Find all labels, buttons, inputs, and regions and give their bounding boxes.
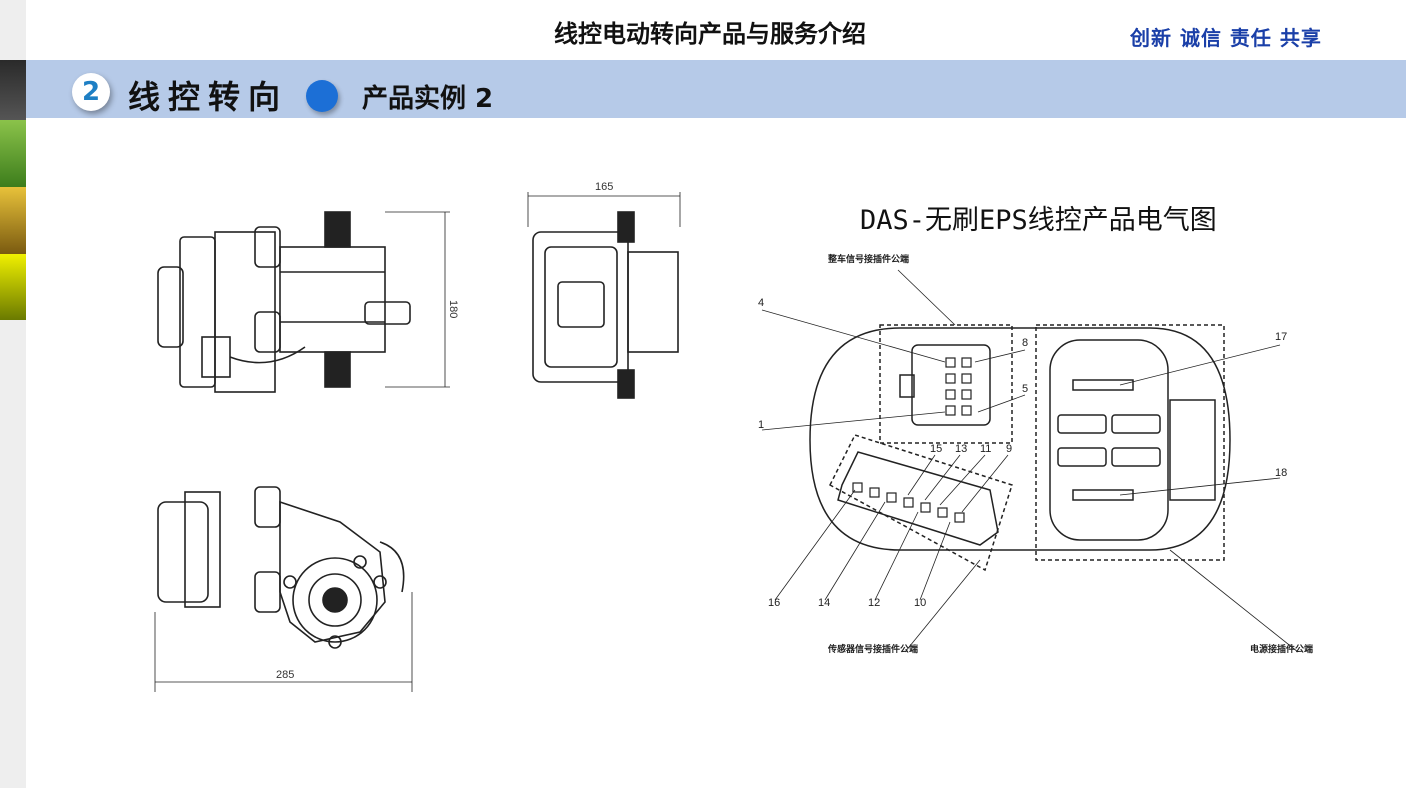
section-number-badge: 2	[72, 73, 110, 111]
strip-segment-green	[0, 120, 26, 187]
pin-label-5: 5	[1022, 383, 1028, 395]
mechanical-drawing: 165 180 285	[154, 181, 681, 692]
dim-height: 180	[447, 300, 459, 318]
diagram-title: DAS-无刷EPS线控产品电气图	[860, 205, 1217, 236]
vehicle-connector-label: 整车信号接插件公端	[827, 253, 909, 264]
pin-label-9: 9	[1006, 443, 1012, 455]
pin-label-1: 1	[758, 419, 764, 431]
section-header-band	[26, 60, 1406, 118]
electrical-diagram: 4 8 5 1 15 13 11 9 16 14 12 10 17 18 整车信…	[758, 253, 1313, 654]
pin-label-12: 12	[868, 597, 880, 609]
section-title: 线控转向	[128, 78, 289, 116]
section-subtitle: 产品实例 2	[362, 84, 494, 114]
slogan: 创新 诚信 责任 共享	[1130, 26, 1322, 50]
pin-label-8: 8	[1022, 337, 1028, 349]
bullet-dot-icon	[306, 80, 338, 112]
strip-segment-yellow	[0, 254, 26, 320]
power-connector-label: 电源接插件公端	[1250, 643, 1313, 654]
pin-label-14: 14	[818, 597, 830, 609]
strip-segment-dark	[0, 60, 26, 120]
document-title: 线控电动转向产品与服务介绍	[554, 20, 866, 48]
pin-label-11: 11	[980, 443, 991, 455]
pin-label-15: 15	[930, 443, 942, 455]
pin-label-13: 13	[955, 443, 967, 455]
pin-label-17: 17	[1275, 331, 1287, 343]
left-color-strip	[0, 0, 26, 788]
dim-width-top: 165	[595, 181, 613, 193]
pin-label-4: 4	[758, 297, 764, 309]
strip-segment-gold	[0, 187, 26, 254]
pin-label-16: 16	[768, 597, 780, 609]
pin-label-18: 18	[1275, 467, 1287, 479]
sensor-connector-label: 传感器信号接插件公端	[827, 643, 918, 654]
pin-label-10: 10	[914, 597, 926, 609]
dim-length: 285	[276, 669, 294, 681]
